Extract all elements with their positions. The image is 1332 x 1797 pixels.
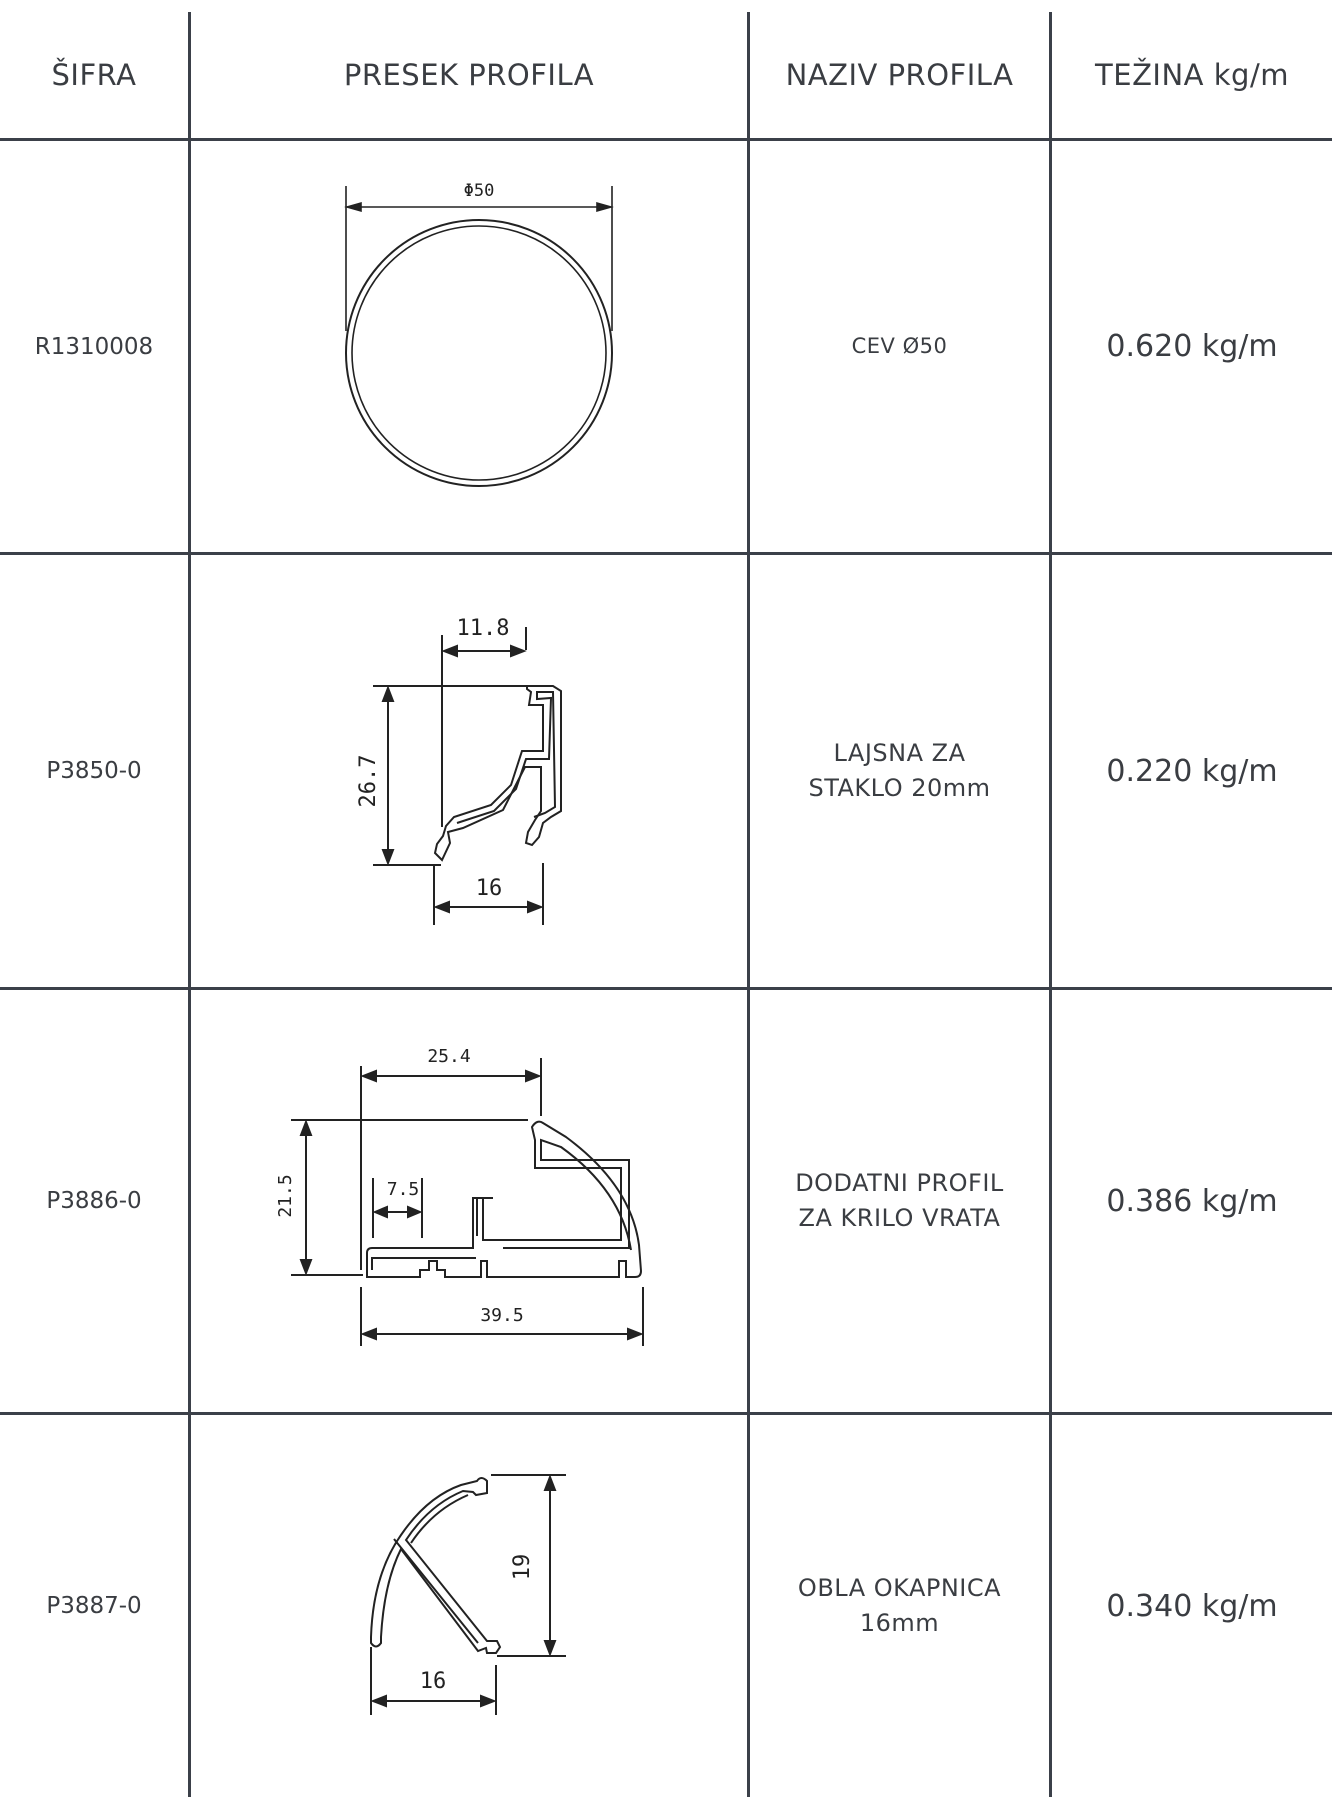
column-divider (188, 12, 191, 1797)
door-sash-profile-section-drawing: 25.4 21.5 7.5 39.5 (275, 1046, 644, 1346)
row-divider (0, 987, 1332, 990)
dimension-label: 16 (420, 1669, 447, 1694)
column-divider (1049, 12, 1052, 1797)
name-line: OBLA OKAPNICA (797, 1574, 1002, 1603)
dimension-label: Φ50 (464, 181, 495, 201)
dimension-label: 11.8 (457, 616, 510, 641)
table-row-weight: 0.386 kg/m (1106, 1183, 1278, 1219)
header-name: NAZIV PROFILA (785, 58, 1014, 92)
dimension-label: 39.5 (480, 1305, 523, 1326)
name-line: STAKLO 20mm (808, 774, 991, 802)
dimension-label: 26.7 (356, 755, 381, 808)
table-row-code: P3887-0 (46, 1593, 142, 1619)
row-divider (0, 138, 1332, 141)
dimension-label: 19 (510, 1554, 535, 1581)
row-divider (0, 552, 1332, 555)
round-tube-section-drawing: Φ50 (344, 181, 614, 487)
header-code: ŠIFRA (51, 58, 137, 92)
header-section: PRESEK PROFILA (343, 58, 595, 92)
table-row-code: P3886-0 (46, 1188, 142, 1214)
dimension-label: 7.5 (387, 1179, 420, 1200)
table-row-weight: 0.220 kg/m (1106, 753, 1278, 789)
table-row-weight: 0.620 kg/m (1106, 329, 1278, 364)
name-line: CEV Ø50 (851, 334, 948, 359)
table-row-name: OBLA OKAPNICA 16mm (750, 1415, 1049, 1797)
dimension-label: 21.5 (275, 1174, 296, 1217)
name-line: DODATNI PROFIL (795, 1169, 1004, 1198)
drip-cap-section-drawing: 19 16 (370, 1474, 566, 1715)
table-row-name: LAJSNA ZA STAKLO 20mm (750, 555, 1049, 987)
table-row-code: P3850-0 (46, 758, 142, 784)
name-line: ZA KRILO VRATA (798, 1204, 1001, 1232)
glazing-bead-section-drawing: 11.8 26.7 16 (356, 616, 562, 925)
name-line: 16mm (859, 1609, 940, 1637)
name-line: LAJSNA ZA (833, 739, 966, 768)
table-row-code: R1310008 (34, 333, 154, 360)
row-divider (0, 1412, 1332, 1415)
dimension-label: 25.4 (427, 1046, 470, 1067)
table-row-name: CEV Ø50 (750, 141, 1049, 552)
dimension-label: 16 (476, 876, 503, 901)
table-row-weight: 0.340 kg/m (1106, 1588, 1278, 1624)
table-row-name: DODATNI PROFIL ZA KRILO VRATA (750, 990, 1049, 1412)
header-weight: TEŽINA kg/m (1095, 58, 1289, 92)
column-divider (747, 12, 750, 1797)
